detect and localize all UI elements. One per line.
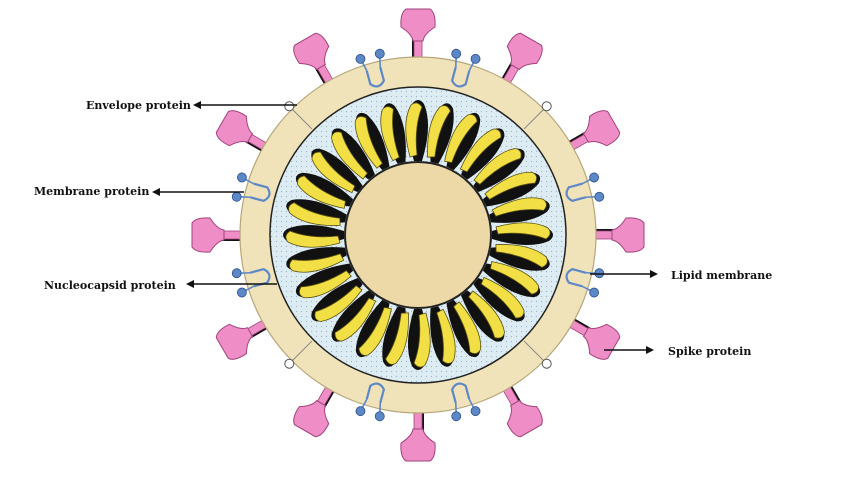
nucleocapsid-loop (286, 247, 347, 273)
nucleocapsid-loop (331, 290, 377, 342)
envelope-protein (284, 340, 313, 369)
arrowhead-membrane (152, 188, 160, 196)
arrowhead-lipid (650, 270, 658, 278)
nucleocapsid-loop (380, 103, 406, 164)
nucleocapsid-loop (461, 290, 505, 342)
nucleocapsid-loop (295, 263, 354, 299)
nucleocapsid-loop (482, 261, 541, 298)
arrowhead-envelope (193, 101, 201, 109)
label-lipid-membrane: Lipid membrane (671, 269, 773, 282)
arrowhead-spike (646, 346, 654, 354)
nucleocapsid-loop (473, 276, 525, 322)
nucleocapsid-loop (311, 278, 363, 322)
nucleocapsid-loop (444, 112, 481, 171)
envelope-protein (523, 101, 552, 130)
nucleocapsid-loop (446, 299, 482, 358)
membrane-protein (565, 267, 605, 298)
nucleocapsid-loop (430, 306, 456, 367)
nucleocapsid-loop (283, 225, 344, 248)
membrane-protein (450, 48, 481, 88)
nucleocapsid-loop (405, 100, 429, 161)
nucleocapsid-ring (283, 100, 553, 370)
nucleocapsid-loop (459, 128, 505, 180)
nucleocapsid-loop (489, 197, 550, 223)
nucleocapsid-loop (427, 103, 454, 164)
label-envelope-protein: Envelope protein (86, 99, 191, 112)
membrane-protein (565, 172, 605, 203)
annotation-arrows (152, 101, 658, 354)
envelope-protein (284, 101, 313, 130)
membrane-protein (355, 48, 386, 88)
nucleocapsid-loop (492, 222, 553, 245)
label-spike-protein: Spike protein (668, 345, 752, 358)
membrane-protein (231, 172, 271, 203)
nucleocapsid-loop (407, 309, 431, 370)
nucleocapsid-loop (473, 148, 525, 192)
nucleocapsid-loop (311, 148, 363, 194)
nucleocapsid-loop (482, 171, 541, 207)
nucleocapsid-loop (354, 112, 390, 171)
nucleocapsid-loop (331, 128, 375, 180)
surface-proteins (231, 48, 605, 422)
label-membrane-protein: Membrane protein (34, 185, 150, 198)
nucleocapsid-loop (382, 306, 409, 367)
nucleocapsid-loop (355, 299, 392, 358)
membrane-protein (231, 267, 271, 298)
membrane-protein (355, 382, 386, 422)
nucleocapsid-loop (489, 244, 550, 271)
core (344, 161, 492, 309)
label-nucleocapsid-protein: Nucleocapsid protein (44, 279, 176, 292)
arrowhead-nucleocapsid (186, 280, 194, 288)
nucleocapsid-loop (286, 199, 347, 226)
nucleocapsid-loop (295, 172, 354, 209)
membrane-protein (450, 382, 481, 422)
envelope-protein (523, 340, 552, 369)
